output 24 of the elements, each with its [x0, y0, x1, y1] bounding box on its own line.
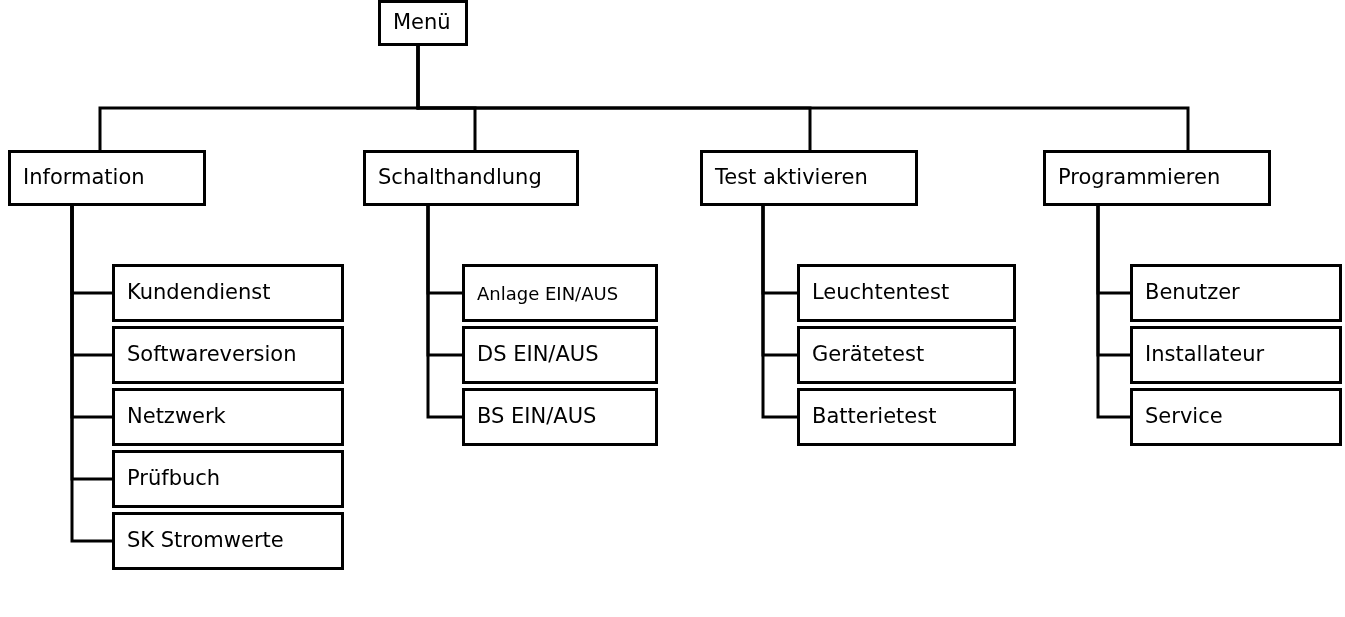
menu-box: Installateur	[1130, 326, 1342, 384]
menu-box: Leuchtentest	[797, 264, 1016, 322]
connector-line	[70, 206, 112, 543]
menu-box: BS EIN/AUS	[462, 388, 658, 446]
menu-box: Anlage EIN/AUS	[462, 264, 658, 322]
menu-box: Programmieren	[1043, 150, 1271, 206]
menu-box: Kundendienst	[112, 264, 344, 322]
menu-box: Netzwerk	[112, 388, 344, 446]
connector-line	[426, 206, 462, 419]
menu-box: Menü	[378, 0, 468, 46]
menu-box: DS EIN/AUS	[462, 326, 658, 384]
menu-box: SK Stromwerte	[112, 512, 344, 570]
menu-box: Prüfbuch	[112, 450, 344, 508]
connector-line	[1096, 206, 1130, 419]
menu-box: Benutzer	[1130, 264, 1342, 322]
menu-box: Batterietest	[797, 388, 1016, 446]
menu-box: Service	[1130, 388, 1342, 446]
menu-box: Schalthandlung	[363, 150, 579, 206]
menu-box: Test aktivieren	[700, 150, 918, 206]
menu-box: Gerätetest	[797, 326, 1016, 384]
connector-line	[761, 206, 797, 419]
menu-box: Softwareversion	[112, 326, 344, 384]
connector-line	[416, 46, 1190, 150]
menu-box: Information	[8, 150, 206, 206]
